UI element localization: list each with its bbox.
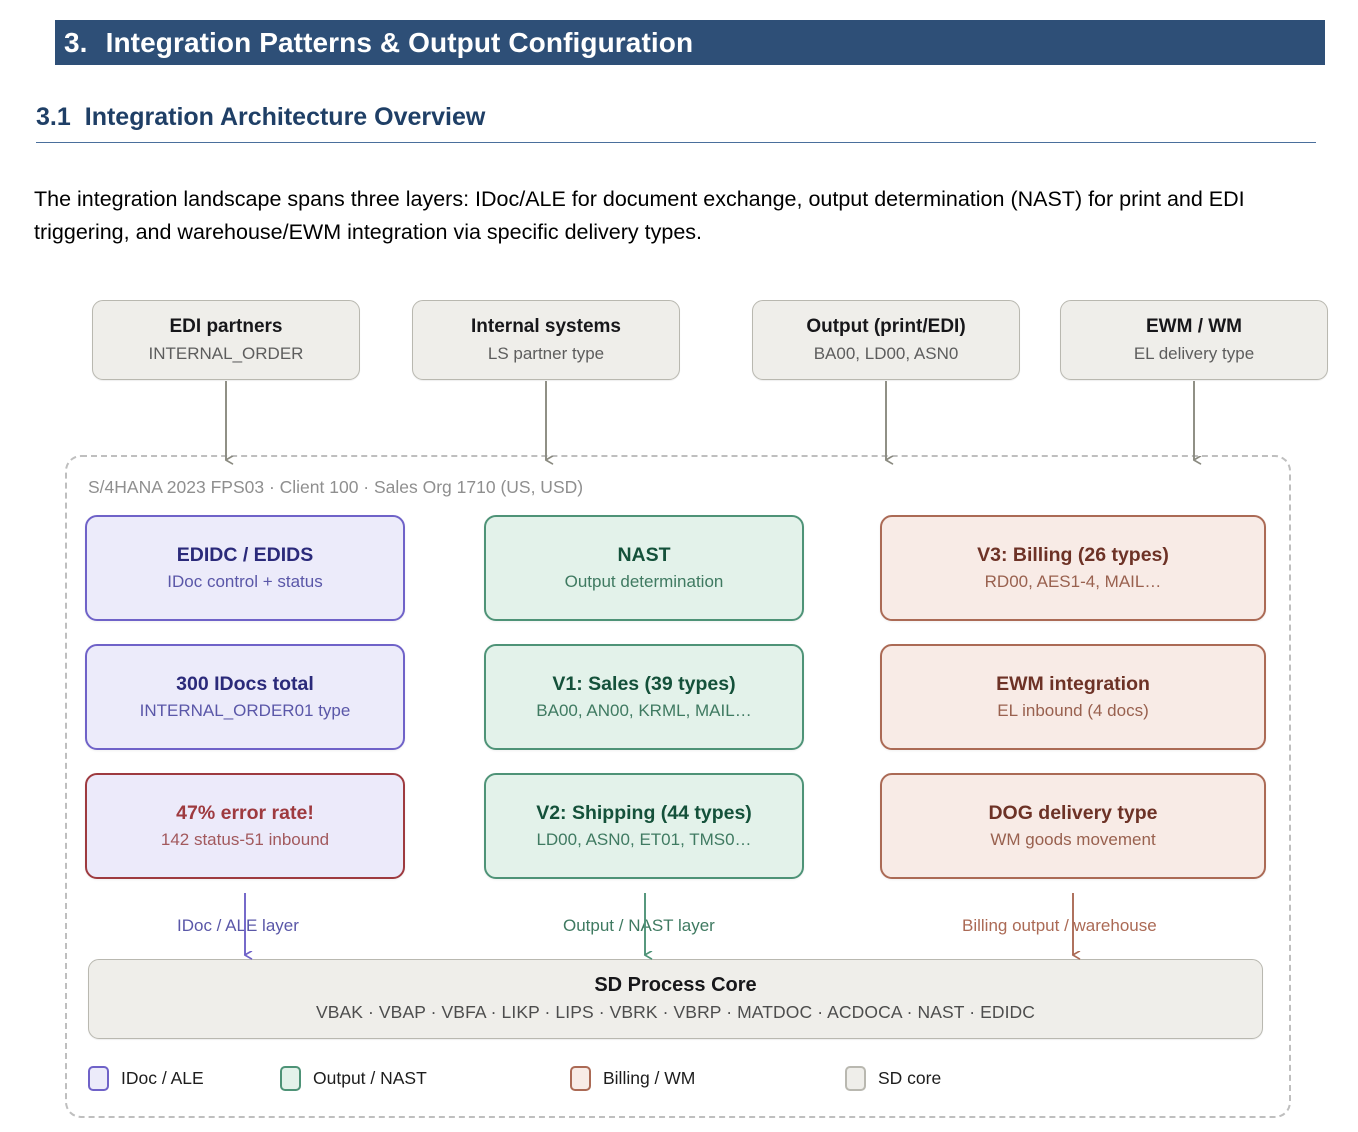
legend-swatch-icon — [570, 1066, 591, 1091]
node-title: DOG delivery type — [988, 801, 1158, 824]
node-ewm-integration: EWM integration EL inbound (4 docs) — [880, 644, 1266, 750]
connector-label-output-nast: Output / NAST layer — [563, 916, 715, 935]
legend-label: IDoc / ALE — [121, 1068, 204, 1088]
core-title: SD Process Core — [594, 974, 757, 996]
node-300-idocs-total: 300 IDocs total INTERNAL_ORDER01 type — [85, 644, 405, 750]
connector-label-idoc-ale: IDoc / ALE layer — [177, 916, 299, 935]
source-box-edi-partners: EDI partners INTERNAL_ORDER — [92, 300, 360, 380]
source-box-subtitle: LS partner type — [487, 343, 605, 363]
source-box-subtitle: BA00, LD00, ASN0 — [813, 343, 959, 363]
node-v3-billing: V3: Billing (26 types) RD00, AES1-4, MAI… — [880, 515, 1266, 621]
node-title: EWM integration — [996, 672, 1150, 695]
node-title: 300 IDocs total — [176, 672, 314, 695]
node-title: 47% error rate! — [176, 801, 314, 824]
node-subtitle: INTERNAL_ORDER01 type — [139, 700, 351, 720]
node-subtitle: RD00, AES1-4, MAIL… — [984, 571, 1162, 591]
node-title: V2: Shipping (44 types) — [536, 801, 752, 824]
source-box-output-print-edi: Output (print/EDI) BA00, LD00, ASN0 — [752, 300, 1020, 380]
legend-swatch-icon — [88, 1066, 109, 1091]
source-box-ewm-wm: EWM / WM EL delivery type — [1060, 300, 1328, 380]
node-edidc-edids: EDIDC / EDIDS IDoc control + status — [85, 515, 405, 621]
source-box-title: Output (print/EDI) — [806, 315, 966, 337]
legend-label: SD core — [878, 1068, 942, 1088]
sd-process-core-box: SD Process Core VBAK · VBAP · VBFA · LIK… — [88, 959, 1263, 1039]
legend-label: Output / NAST — [313, 1068, 427, 1088]
section-header-bar: 3. Integration Patterns & Output Configu… — [55, 20, 1325, 65]
intro-paragraph: The integration landscape spans three la… — [34, 186, 1245, 244]
node-dog-delivery-type: DOG delivery type WM goods movement — [880, 773, 1266, 879]
core-tables: VBAK · VBAP · VBFA · LIKP · LIPS · VBRK … — [315, 1002, 1036, 1022]
landscape-container — [65, 455, 1291, 1118]
node-subtitle: 142 status-51 inbound — [160, 829, 330, 849]
legend-item-output-nast: Output / NAST — [280, 1066, 570, 1091]
legend-item-billing-wm: Billing / WM — [570, 1066, 845, 1091]
subsection-title: Integration Architecture Overview — [84, 103, 486, 131]
source-box-internal-systems: Internal systems LS partner type — [412, 300, 680, 380]
node-subtitle: WM goods movement — [990, 829, 1156, 849]
legend-item-idoc-ale: IDoc / ALE — [88, 1066, 280, 1091]
legend: IDoc / ALE Output / NAST Billing / WM SD… — [88, 1066, 941, 1091]
landscape-caption: S/4HANA 2023 FPS03 · Client 100 · Sales … — [88, 477, 584, 497]
node-subtitle: BA00, AN00, KRML, MAIL… — [536, 700, 752, 720]
node-title: V1: Sales (39 types) — [552, 672, 736, 695]
source-box-subtitle: INTERNAL_ORDER — [148, 343, 304, 363]
section-number: 3. — [64, 26, 88, 58]
legend-label: Billing / WM — [603, 1068, 696, 1088]
node-title: NAST — [617, 543, 671, 566]
subsection-heading: 3.1 Integration Architecture Overview — [36, 103, 1316, 132]
source-box-title: Internal systems — [471, 315, 621, 337]
connector-label-billing-warehouse: Billing output / warehouse — [962, 916, 1157, 935]
node-title: EDIDC / EDIDS — [176, 543, 314, 566]
subsection-number: 3.1 — [36, 103, 71, 131]
source-box-title: EWM / WM — [1145, 315, 1243, 337]
node-v1-sales: V1: Sales (39 types) BA00, AN00, KRML, M… — [484, 644, 804, 750]
source-box-subtitle: EL delivery type — [1133, 343, 1255, 363]
node-subtitle: LD00, ASN0, ET01, TMS0… — [536, 829, 752, 849]
node-v2-shipping: V2: Shipping (44 types) LD00, ASN0, ET01… — [484, 773, 804, 879]
section-title: Integration Patterns & Output Configurat… — [105, 26, 694, 58]
node-error-rate: 47% error rate! 142 status-51 inbound — [85, 773, 405, 879]
legend-swatch-icon — [280, 1066, 301, 1091]
legend-swatch-icon — [845, 1066, 866, 1091]
node-title: V3: Billing (26 types) — [977, 543, 1169, 566]
legend-item-sd-core: SD core — [845, 1066, 941, 1091]
node-subtitle: Output determination — [564, 571, 724, 591]
node-subtitle: IDoc control + status — [167, 571, 323, 591]
source-box-title: EDI partners — [169, 315, 283, 337]
subsection-divider — [36, 142, 1316, 143]
node-subtitle: EL inbound (4 docs) — [997, 700, 1149, 720]
node-nast: NAST Output determination — [484, 515, 804, 621]
